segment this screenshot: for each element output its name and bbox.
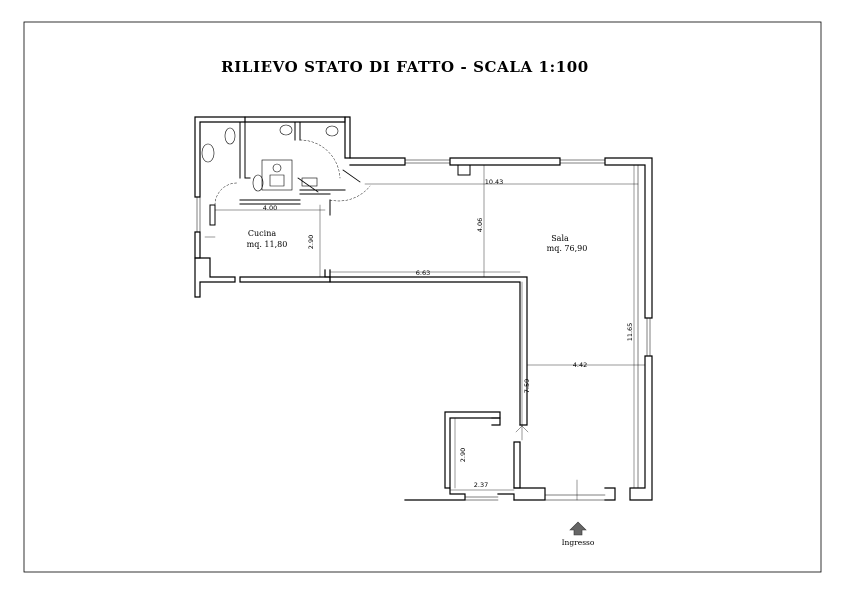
plan-title: RILIEVO STATO DI FATTO - SCALA 1:100 xyxy=(221,58,589,76)
sink-1-icon xyxy=(201,143,215,163)
dim-4-42: 4.42 xyxy=(573,361,587,369)
room-cucina-name: Cucina xyxy=(248,229,276,238)
wall-bath-right xyxy=(344,116,351,159)
dimension-lines xyxy=(204,164,646,501)
wc-2-icon xyxy=(252,174,264,192)
window-kitchen-left xyxy=(196,196,201,233)
wall-entry-left-pier xyxy=(513,441,521,489)
floor-plan xyxy=(194,116,653,501)
door-swing-kitchen xyxy=(214,182,238,206)
wall-annex-top-right xyxy=(491,417,501,426)
outer-walls xyxy=(194,116,653,501)
arrow-annex xyxy=(515,425,529,433)
sink-2-icon xyxy=(279,124,293,136)
wall-entry-left-base xyxy=(513,487,546,501)
partition-kitchen-jamb xyxy=(209,204,216,226)
wall-kitchen-bottom-left xyxy=(194,257,236,298)
wall-inner-l-outer xyxy=(329,269,521,426)
wall-kitchen-bottom xyxy=(239,276,331,283)
wheelchair-body-icon xyxy=(269,174,285,187)
entrance-arrow-icon xyxy=(569,521,587,536)
sink-3-icon xyxy=(325,125,339,137)
wall-top-middle-segment xyxy=(449,157,561,166)
dim-10-43: 10.43 xyxy=(485,178,504,186)
wall-annex-top-left xyxy=(444,411,501,489)
room-cucina-area: mq. 11,80 xyxy=(247,240,288,249)
window-top-2 xyxy=(559,159,606,164)
door-leaf-bath xyxy=(297,177,319,193)
dim-2-90-kitchen: 2.90 xyxy=(307,235,315,249)
dim-4-00: 4.00 xyxy=(263,204,277,212)
dim-11-65: 11.65 xyxy=(626,323,634,342)
window-right xyxy=(646,317,651,357)
dim-4-06: 4.06 xyxy=(476,218,484,232)
door-leafs xyxy=(297,169,361,193)
door-swing-main xyxy=(329,185,371,202)
wheelchair-head-icon xyxy=(272,163,282,173)
wall-inner-l-inner xyxy=(329,276,528,426)
column-stub xyxy=(457,164,471,176)
partition-bath-2 xyxy=(294,121,301,141)
partitions xyxy=(209,121,471,226)
wall-top-right-corner xyxy=(604,157,653,319)
dim-2-37: 2.37 xyxy=(474,481,488,489)
dim-7-59: 7.59 xyxy=(523,379,531,393)
windows xyxy=(196,159,651,501)
entrance-label: Ingresso xyxy=(562,538,595,547)
wall-right-lower xyxy=(629,355,653,501)
window-annex xyxy=(464,496,499,501)
partition-bath-right-bottom xyxy=(299,189,346,195)
dim-2-90-small: 2.90 xyxy=(459,448,467,462)
window-top-1 xyxy=(404,159,451,164)
sheet-frame xyxy=(23,21,822,573)
grab-bar-icon xyxy=(301,177,318,187)
room-sala-area: mq. 76,90 xyxy=(547,244,588,253)
partition-bath-bottom xyxy=(239,177,301,205)
wall-annex-bottom-right xyxy=(497,493,515,501)
disabled-access-symbol-icon xyxy=(261,159,293,191)
wc-1-icon xyxy=(224,127,236,145)
fixtures xyxy=(201,124,339,192)
door-swing-bath xyxy=(299,139,341,179)
room-sala-name: Sala xyxy=(551,234,569,243)
partition-bath-1 xyxy=(239,121,246,179)
door-leaf-main xyxy=(342,169,361,183)
wall-kitchen-right-stub xyxy=(324,269,331,278)
wall-top-left-segment xyxy=(349,157,406,166)
wall-entry-right-pier xyxy=(604,487,616,501)
dim-6-63: 6.63 xyxy=(416,269,430,277)
wall-annex-bottom-left xyxy=(404,487,466,501)
wall-bath-top xyxy=(244,116,346,123)
door-swings xyxy=(214,139,371,206)
entrance-opening xyxy=(544,494,606,501)
wall-kitchen-left-pier xyxy=(194,231,201,259)
